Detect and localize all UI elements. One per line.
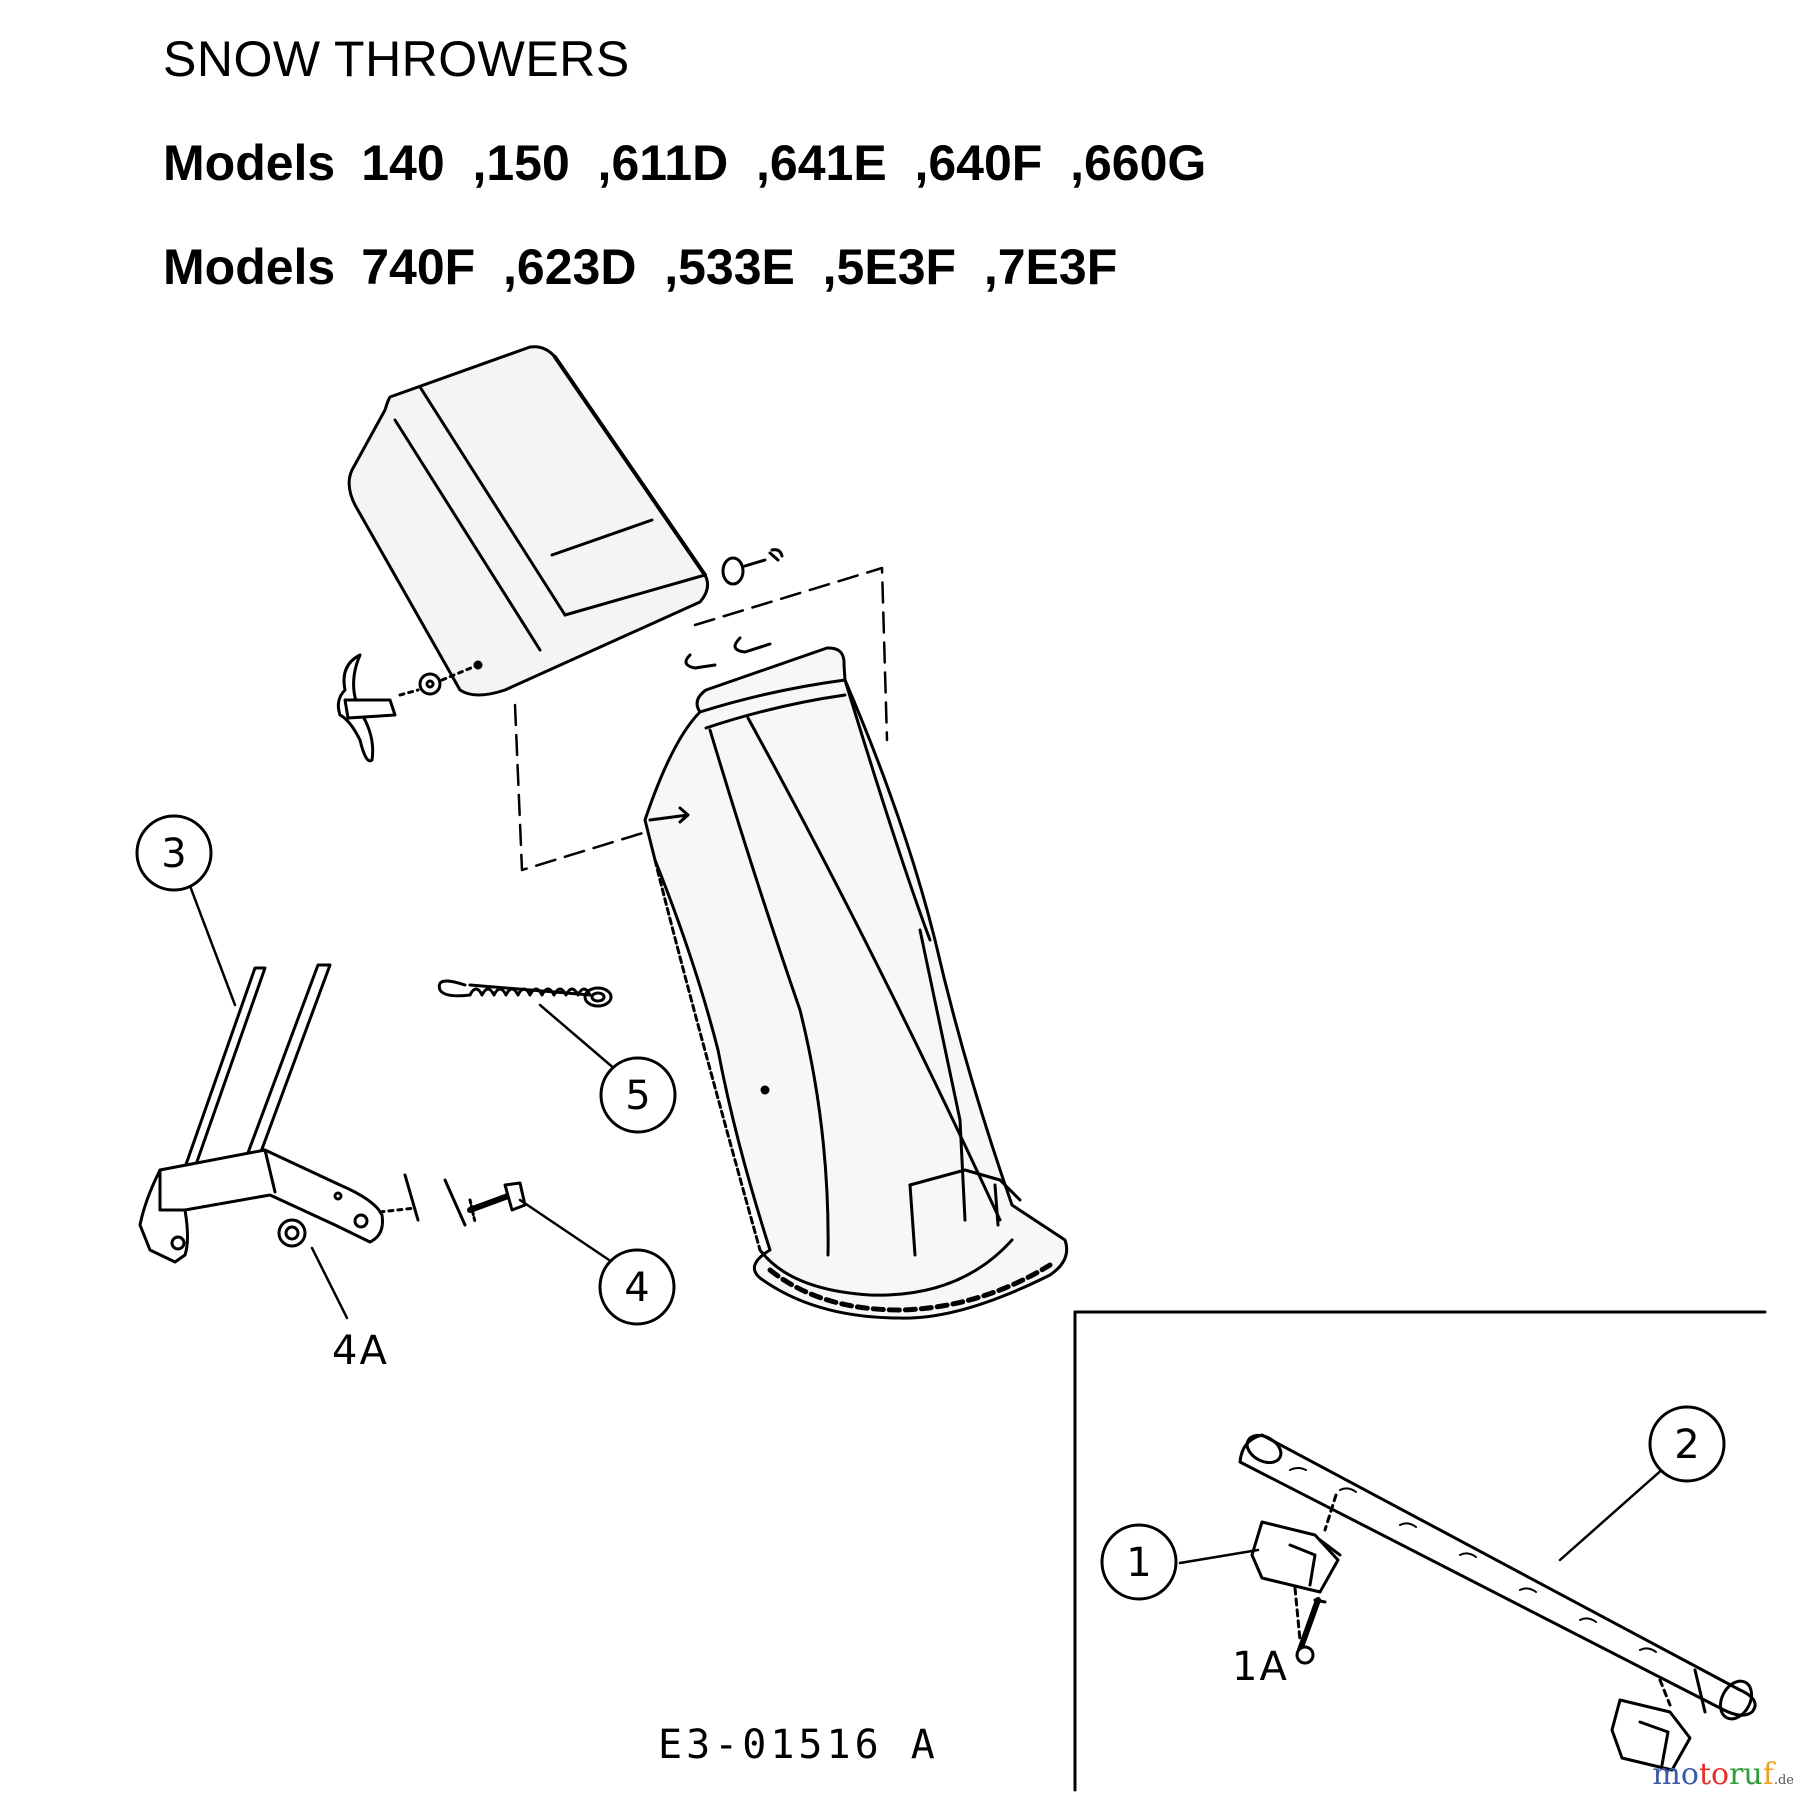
callout-5: 5 <box>625 1073 650 1119</box>
models-values: 740F ,623D ,533E ,5E3F ,7E3F <box>361 239 1118 295</box>
part-4-bolt <box>467 1181 527 1224</box>
models-label: Models <box>163 239 336 295</box>
part-4a-nut <box>277 1218 307 1248</box>
drawing-number: E3-01516 A <box>658 1722 939 1768</box>
part-5-spring <box>437 979 613 1008</box>
part-1-bearing <box>1250 1493 1342 1665</box>
part-3-bracket <box>138 963 467 1264</box>
label-4a: 4A <box>332 1328 389 1374</box>
page-title: SNOW THROWERS <box>163 31 630 87</box>
assembly-lines <box>513 566 889 872</box>
part-2-shaft <box>1238 1433 1757 1721</box>
callout-3: 3 <box>161 831 186 877</box>
inset-frame <box>1073 1310 1767 1792</box>
second-bearing <box>1610 1678 1692 1772</box>
label-1a: 1A <box>1232 1644 1289 1690</box>
models-list-1: Models 140 ,150 ,611D ,641E ,640F ,660G <box>163 134 1206 192</box>
callout-2: 2 <box>1674 1422 1699 1468</box>
discharge-chute <box>643 646 1069 1320</box>
watermark-logo: motoruf.de <box>1652 1757 1794 1792</box>
hood-hardware <box>336 548 784 763</box>
callout-1: 1 <box>1126 1540 1151 1586</box>
callout-4: 4 <box>624 1265 649 1311</box>
models-label: Models <box>163 135 336 191</box>
callout-circles <box>135 814 1726 1601</box>
models-values: 140 ,150 ,611D ,641E ,640F ,660G <box>361 135 1207 191</box>
deflector-hood <box>347 345 710 697</box>
models-list-2: Models 740F ,623D ,533E ,5E3F ,7E3F <box>163 238 1117 296</box>
